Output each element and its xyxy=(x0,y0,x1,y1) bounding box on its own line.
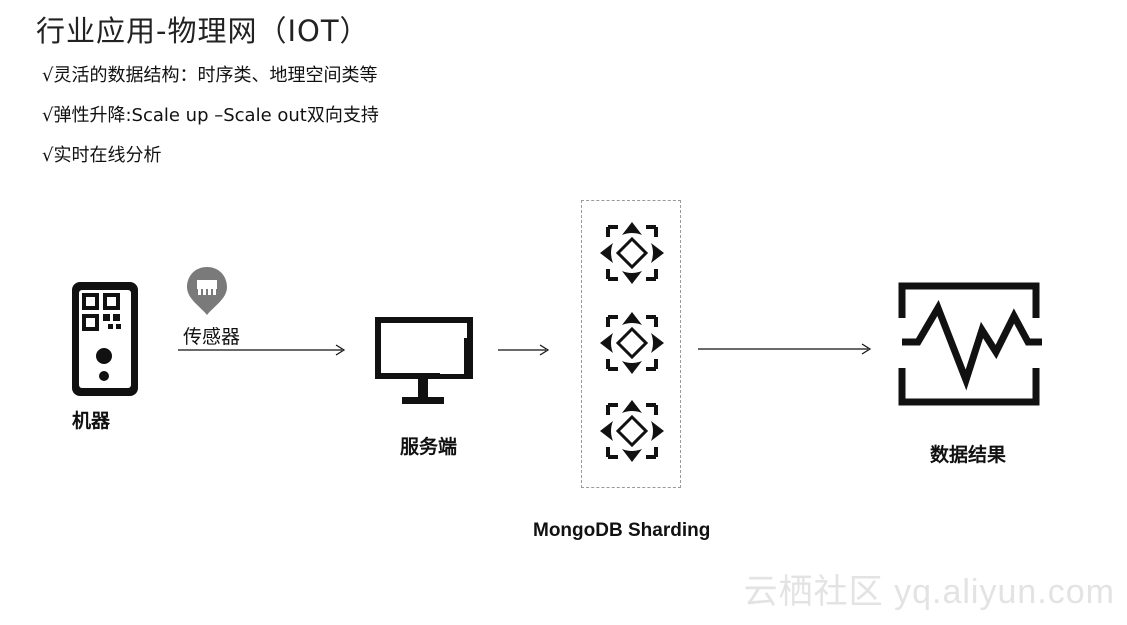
data-result-waveform-icon xyxy=(896,280,1042,408)
sharding-cluster-box xyxy=(581,200,681,488)
arrow-device-to-server xyxy=(178,343,348,357)
result-label: 数据结果 xyxy=(930,444,1007,466)
server-label: 服务端 xyxy=(400,436,458,458)
feature-list: √灵活的数据结构：时序类、地理空间类等 √弹性升降:Scale up –Scal… xyxy=(42,62,379,182)
machine-label: 机器 xyxy=(72,410,111,432)
server-monitor-icon xyxy=(374,316,474,406)
shard-node-icon xyxy=(598,311,666,375)
feature-item-2: √弹性升降:Scale up –Scale out双向支持 xyxy=(42,105,379,126)
shard-node-icon xyxy=(598,399,666,463)
arrow-sharding-to-result xyxy=(698,342,874,356)
machine-icon xyxy=(68,280,142,400)
page-title: 行业应用-物理网（IOT） xyxy=(36,14,370,48)
sensor-pin-icon xyxy=(185,265,229,317)
watermark: 云栖社区 yq.aliyun.com xyxy=(743,573,1115,611)
sensor-label: 传感器 xyxy=(183,326,241,348)
arrow-server-to-sharding xyxy=(498,343,552,357)
sharding-label: MongoDB Sharding xyxy=(533,520,711,541)
feature-item-1: √灵活的数据结构：时序类、地理空间类等 xyxy=(42,65,378,86)
shard-node-icon xyxy=(598,221,666,285)
feature-item-3: √实时在线分析 xyxy=(42,145,162,166)
